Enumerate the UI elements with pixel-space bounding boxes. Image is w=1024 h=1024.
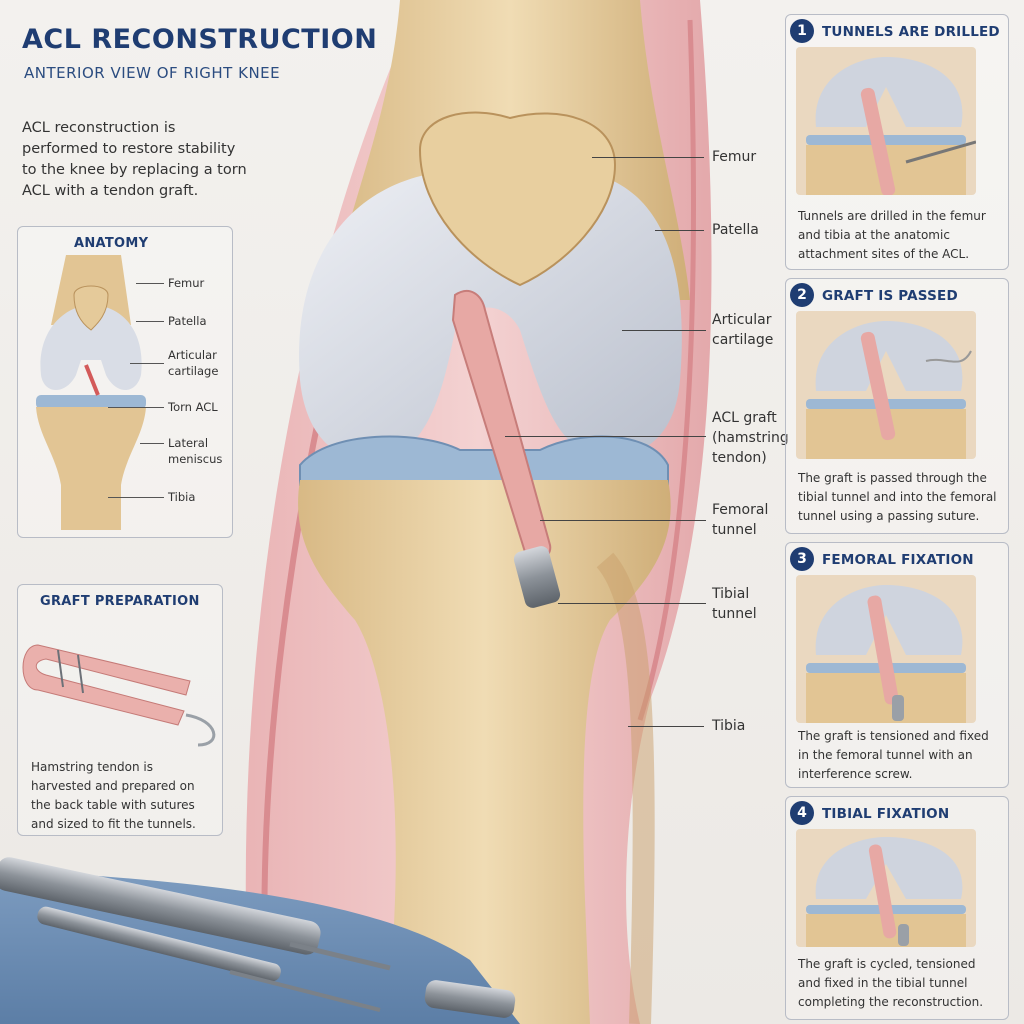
instrument-handle: [0, 857, 321, 955]
anatomy-label-femur: Femur: [168, 276, 205, 290]
step-4-panel: 4 TIBIAL FIXATION The graft is cycled, t…: [785, 796, 1009, 1020]
anatomy-panel: ANATOMY Femur Patella Articular cartilag…: [17, 226, 233, 538]
step-1-illustration: [796, 47, 976, 195]
step-2-panel: 2 GRAFT IS PASSED The graft is passed th…: [785, 278, 1009, 534]
step-1-panel: 1 TUNNELS ARE DRILLED Tunnels are drille…: [785, 14, 1009, 270]
femoral-condyles: [299, 170, 682, 460]
step-3-illustration: [796, 575, 976, 723]
page-subtitle: ANTERIOR VIEW OF RIGHT KNEE: [24, 64, 281, 82]
step-4-text: The graft is cycled, tensioned and fixed…: [798, 957, 984, 1009]
step-4-title: TIBIAL FIXATION: [822, 806, 950, 822]
meniscus: [299, 435, 669, 486]
main-label-tibial-tunnel: Tibial tunnel: [712, 586, 757, 622]
anatomy-label-torn-acl: Torn ACL: [168, 400, 218, 414]
anatomy-label-tibia: Tibia: [168, 490, 196, 504]
main-label-articular-cartilage: Articular cartilage: [712, 312, 774, 348]
anatomy-label-patella: Patella: [168, 314, 207, 328]
interference-screw: [424, 980, 516, 1018]
step-2-title: GRAFT IS PASSED: [822, 288, 958, 304]
intro-text: ACL reconstruction is performed to resto…: [22, 120, 247, 199]
anatomy-label-lateral-meniscus: Lateral meniscus: [168, 436, 223, 466]
step-3-number: 3: [790, 547, 814, 571]
step-3-text: The graft is tensioned and fixed in the …: [798, 729, 989, 781]
graft-preparation-text: Hamstring tendon is harvested and prepar…: [31, 760, 196, 831]
graft-preparation-title: GRAFT PREPARATION: [40, 594, 200, 609]
step-2-illustration: [796, 311, 976, 459]
step-1-text: Tunnels are drilled in the femur and tib…: [798, 209, 986, 261]
step-3-title: FEMORAL FIXATION: [822, 552, 974, 568]
main-label-tibia: Tibia: [712, 718, 746, 734]
step-2-number: 2: [790, 283, 814, 307]
graft-preparation-panel: GRAFT PREPARATION Hamstring tendon is ha…: [17, 584, 223, 836]
step-1-title: TUNNELS ARE DRILLED: [822, 24, 1000, 40]
anatomy-label-articular-cartilage: Articular cartilage: [168, 348, 219, 378]
graft-illustration: [22, 644, 216, 747]
main-label-acl-graft: ACL graft (hamstring tendon): [712, 410, 789, 466]
step-3-panel: 3 FEMORAL FIXATION The graft is tensione…: [785, 542, 1009, 788]
patella: [418, 111, 617, 287]
anatomy-title: ANATOMY: [74, 236, 149, 251]
main-label-patella: Patella: [712, 222, 759, 238]
page-title: ACL RECONSTRUCTION: [22, 24, 378, 55]
tibia: [298, 480, 671, 1024]
anatomy-knee-illustration: [36, 255, 146, 530]
step-2-text: The graft is passed through the tibial t…: [798, 471, 997, 523]
main-label-femur: Femur: [712, 149, 757, 165]
main-label-femoral-tunnel: Femoral tunnel: [712, 502, 769, 538]
step-4-number: 4: [790, 801, 814, 825]
step-4-illustration: [796, 829, 976, 947]
step-1-number: 1: [790, 19, 814, 43]
tibial-screw: [513, 546, 561, 608]
